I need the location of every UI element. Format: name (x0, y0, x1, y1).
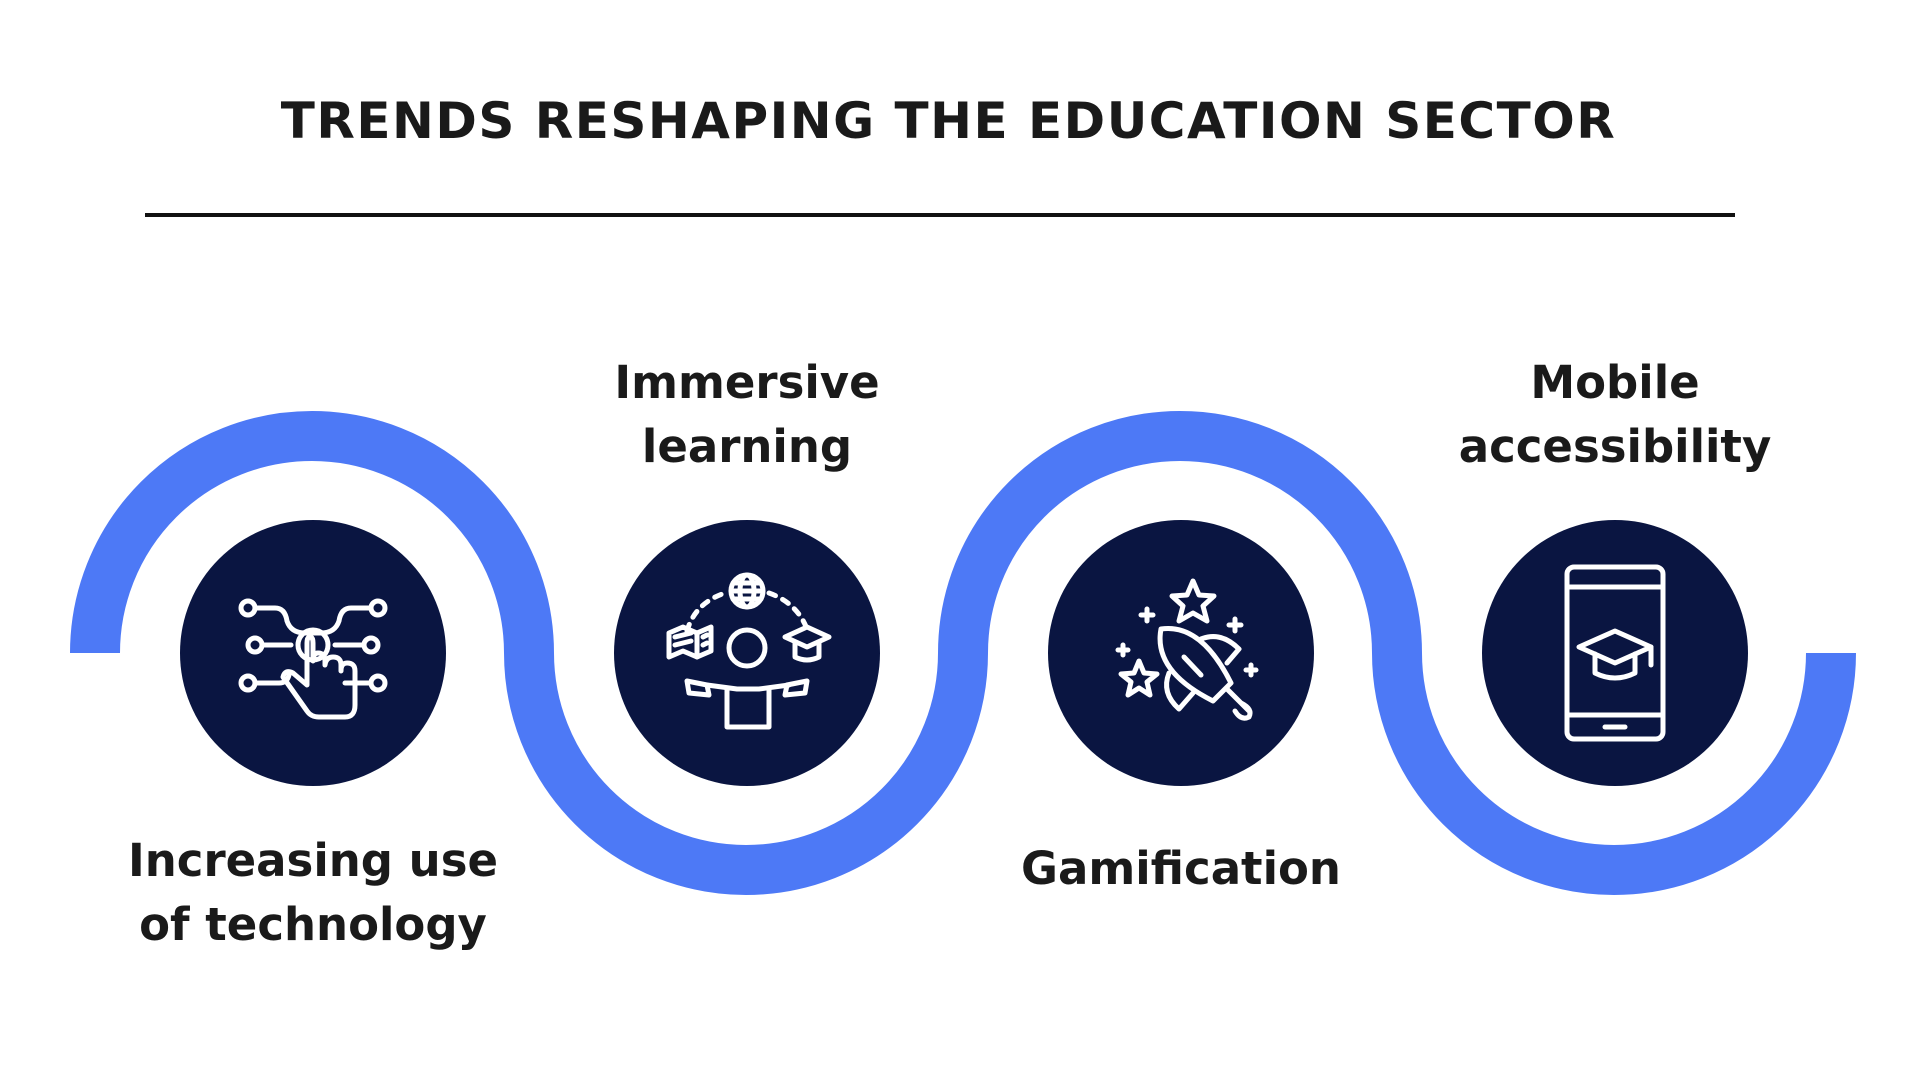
page-title: TRENDS RESHAPING THE EDUCATION SECTOR (280, 92, 1617, 150)
mobile-graduation-icon (1564, 564, 1666, 742)
trend-label-gamification: Gamification (1021, 842, 1341, 895)
trend-circle-immersive (614, 520, 880, 786)
title-divider (145, 213, 1735, 217)
trend-circle-gamification (1048, 520, 1314, 786)
learner-globe-icon (666, 572, 832, 730)
trend-circle-mobile (1482, 520, 1748, 786)
trend-label-technology: Increasing use of technology (128, 834, 498, 951)
trend-label-immersive: Immersive learning (614, 356, 880, 473)
touch-tech-icon (238, 598, 388, 720)
trend-circle-technology (180, 520, 446, 786)
rocket-stars-icon (1115, 578, 1259, 721)
trend-label-mobile: Mobile accessibility (1458, 356, 1772, 473)
